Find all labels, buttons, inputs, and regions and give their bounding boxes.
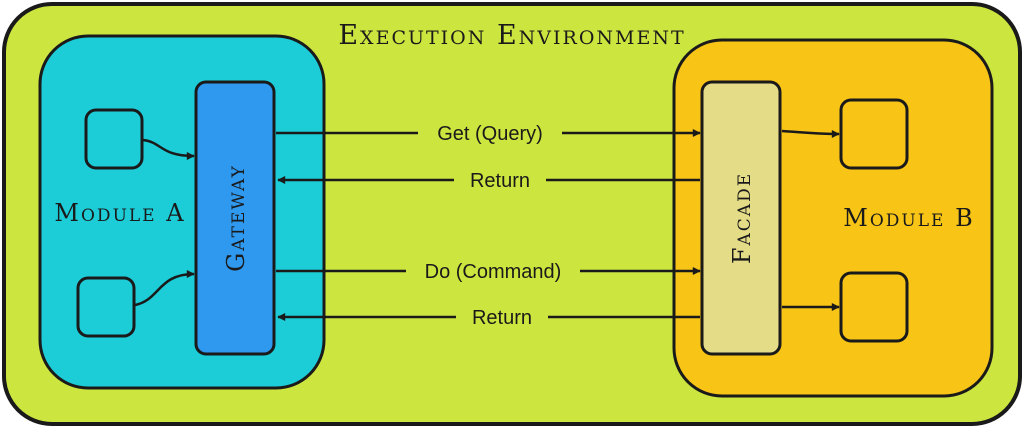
module-b-component-top [839, 98, 909, 170]
module-a-component-top [84, 108, 144, 170]
module-b-label: Module B [843, 204, 974, 232]
connector-facade-to-top-component [781, 129, 840, 138]
facade-box [700, 80, 782, 356]
facade-label: Facade [728, 172, 756, 264]
arrow-get-query-label: Get (Query) [437, 123, 543, 145]
connector-bottom-component-to-gateway [134, 270, 195, 307]
gateway-label: Gateway [222, 164, 250, 272]
connector-top-component-to-gateway [142, 138, 195, 160]
gateway-box [194, 80, 276, 356]
arrow-return-1-label: Return [470, 170, 530, 192]
module-a-label: Module A [54, 199, 185, 227]
arrow-do-command-label: Do (Command) [425, 261, 562, 283]
environment-title: Execution Environment [338, 20, 685, 51]
module-a-component-bottom [76, 276, 136, 338]
module-b-component-bottom [839, 271, 909, 343]
arrow-return-2-label: Return [472, 307, 532, 329]
